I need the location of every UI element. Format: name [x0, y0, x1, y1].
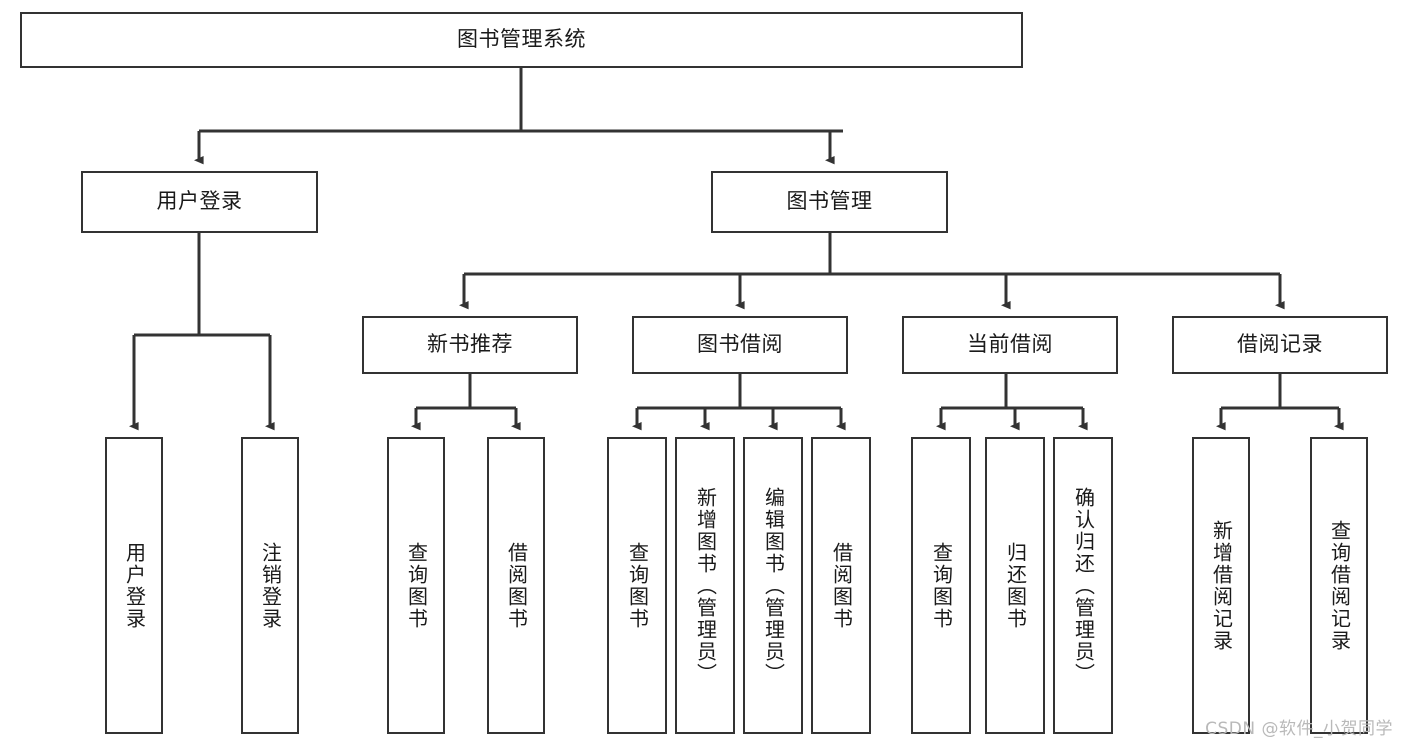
node-leaf-query-record[interactable]: 查询借阅记录	[1310, 437, 1368, 734]
node-leaf-query-book-3-label: 查询图书	[929, 541, 954, 630]
node-leaf-return-book-label: 归还图书	[1003, 541, 1028, 630]
node-leaf-confirm-return[interactable]: 确认归还（管理员）	[1053, 437, 1113, 734]
node-leaf-borrow-book-2-label: 借阅图书	[829, 541, 854, 630]
node-new-book-recommend-label: 新书推荐	[427, 332, 513, 357]
node-leaf-confirm-return-label: 确认归还（管理员）	[1071, 486, 1096, 685]
node-leaf-query-record-label: 查询借阅记录	[1327, 519, 1352, 652]
node-borrow-record[interactable]: 借阅记录	[1172, 316, 1388, 374]
node-current-borrow-label: 当前借阅	[967, 332, 1053, 357]
node-leaf-user-login[interactable]: 用户登录	[105, 437, 163, 734]
node-leaf-add-book-label: 新增图书（管理员）	[693, 486, 718, 685]
node-leaf-user-login-label: 用户登录	[122, 541, 147, 630]
node-book-manage-label: 图书管理	[786, 189, 873, 214]
node-leaf-user-logout-label: 注销登录	[258, 541, 283, 630]
node-root-label: 图书管理系统	[457, 27, 586, 52]
watermark: CSDN @软件_小贺同学	[1205, 719, 1393, 739]
node-leaf-user-logout[interactable]: 注销登录	[241, 437, 299, 734]
node-leaf-add-record[interactable]: 新增借阅记录	[1192, 437, 1250, 734]
node-leaf-borrow-book-1[interactable]: 借阅图书	[487, 437, 545, 734]
node-root[interactable]: 图书管理系统	[20, 12, 1023, 68]
node-user-login[interactable]: 用户登录	[81, 171, 318, 233]
node-book-borrow-label: 图书借阅	[697, 332, 783, 357]
node-borrow-record-label: 借阅记录	[1237, 332, 1323, 357]
node-leaf-borrow-book-2[interactable]: 借阅图书	[811, 437, 871, 734]
node-user-login-label: 用户登录	[156, 189, 243, 214]
node-leaf-edit-book[interactable]: 编辑图书（管理员）	[743, 437, 803, 734]
node-leaf-query-book-1[interactable]: 查询图书	[387, 437, 445, 734]
node-new-book-recommend[interactable]: 新书推荐	[362, 316, 578, 374]
node-leaf-edit-book-label: 编辑图书（管理员）	[761, 486, 786, 685]
node-leaf-query-book-3[interactable]: 查询图书	[911, 437, 971, 734]
node-leaf-add-record-label: 新增借阅记录	[1209, 519, 1234, 652]
node-leaf-query-book-2[interactable]: 查询图书	[607, 437, 667, 734]
node-leaf-borrow-book-1-label: 借阅图书	[504, 541, 529, 630]
node-leaf-add-book[interactable]: 新增图书（管理员）	[675, 437, 735, 734]
node-leaf-query-book-1-label: 查询图书	[404, 541, 429, 630]
node-current-borrow[interactable]: 当前借阅	[902, 316, 1118, 374]
node-leaf-return-book[interactable]: 归还图书	[985, 437, 1045, 734]
node-book-borrow[interactable]: 图书借阅	[632, 316, 848, 374]
node-book-manage[interactable]: 图书管理	[711, 171, 948, 233]
node-leaf-query-book-2-label: 查询图书	[625, 541, 650, 630]
